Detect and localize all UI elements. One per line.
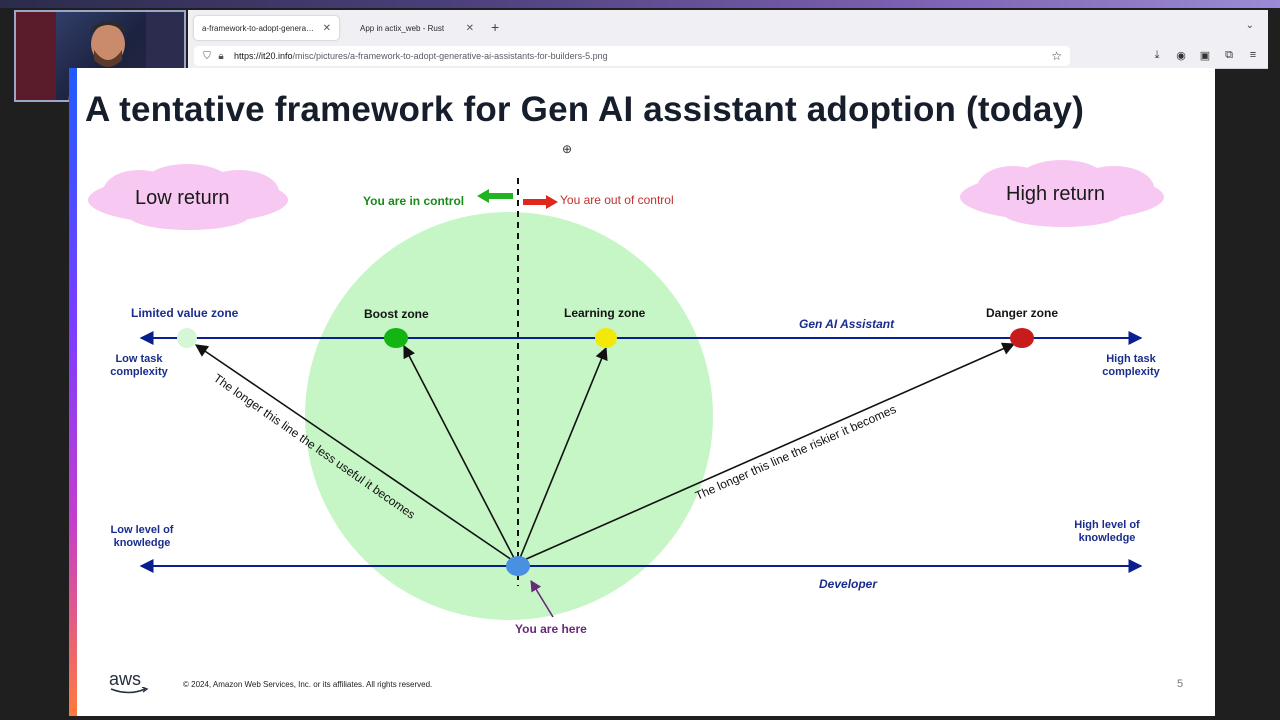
boost-zone-label: Boost zone [364, 307, 429, 321]
arrow-to-learning [519, 346, 608, 559]
zoom-cursor-icon: ⊕ [562, 142, 573, 156]
nav-bar: ⛉ 🔒︎ https://it20.info/misc/pictures/a-f… [188, 44, 1268, 68]
high-return-label: High return [1006, 183, 1105, 205]
low-knowledge-label: Low level of knowledge [110, 524, 174, 549]
url-host: https://it20.info [234, 51, 293, 61]
chevron-down-icon[interactable]: ⌄ [1245, 20, 1254, 31]
framework-diagram [88, 160, 1164, 620]
arrow-to-limited [194, 344, 513, 561]
learning-zone-label: Learning zone [564, 306, 646, 320]
slide-title: A tentative framework for Gen AI assista… [85, 90, 1085, 129]
toolbar-icons: ⤓ ◉ ▣ ⧉ ≡ [1150, 49, 1260, 62]
tab-label: a-framework-to-adopt-generative-a [202, 23, 315, 33]
arrow-right-icon [523, 195, 558, 209]
you-are-here-pointer [530, 580, 554, 618]
tab-bar: a-framework-to-adopt-generative-a ✕ App … [188, 10, 1268, 44]
top-strip [0, 0, 1280, 8]
low-return-label: Low return [135, 187, 230, 209]
aws-smile-icon [110, 687, 149, 694]
url-text: https://it20.info/misc/pictures/a-framew… [234, 51, 608, 61]
tab-actix[interactable]: App in actix_web - Rust ✕ [352, 16, 482, 40]
copyright-text: © 2024, Amazon Web Services, Inc. or its… [183, 680, 433, 689]
tab-framework[interactable]: a-framework-to-adopt-generative-a ✕ [194, 16, 339, 40]
low-task-complexity-label: Low task complexity [110, 353, 168, 378]
out-of-control-label: You are out of control [560, 193, 674, 207]
arrow-to-boost [403, 344, 515, 559]
high-return-cloud [960, 160, 1164, 227]
new-tab-icon[interactable]: + [491, 19, 500, 35]
you-are-here-label: You are here [515, 622, 587, 636]
danger-dot [1010, 328, 1034, 348]
container-icon[interactable]: ▣ [1199, 50, 1211, 62]
aws-logo-text: aws [109, 669, 142, 689]
boost-dot [384, 328, 408, 348]
limited-value-zone-label: Limited value zone [131, 306, 239, 320]
close-icon[interactable]: ✕ [465, 22, 474, 34]
menu-icon[interactable]: ≡ [1249, 49, 1257, 61]
url-bar[interactable]: ⛉ 🔒︎ https://it20.info/misc/pictures/a-f… [194, 46, 1070, 66]
bookmark-star-icon[interactable]: ☆ [1051, 49, 1062, 63]
limited-value-dot [177, 328, 197, 348]
high-knowledge-label: High level of knowledge [1074, 519, 1140, 544]
close-icon[interactable]: ✕ [322, 22, 331, 34]
puzzle-icon[interactable]: ⧉ [1225, 49, 1233, 61]
aws-logo: aws [109, 669, 149, 695]
control-circle [305, 212, 713, 620]
learning-dot [595, 328, 617, 348]
slide: A tentative framework for Gen AI assista… [69, 68, 1215, 716]
high-task-complexity-label: High task complexity [1102, 353, 1160, 378]
developer-label: Developer [819, 577, 878, 591]
in-control-label: You are in control [363, 194, 465, 208]
low-return-cloud [88, 164, 288, 230]
extension-icon[interactable]: ◉ [1176, 50, 1186, 62]
lock-icon[interactable]: 🔒︎ [218, 50, 224, 62]
arrow-to-danger [523, 342, 1016, 561]
you-are-here-dot [506, 556, 530, 576]
gen-ai-assistant-label: Gen AI Assistant [799, 317, 895, 331]
danger-zone-label: Danger zone [986, 306, 1059, 320]
page-number: 5 [1177, 678, 1184, 690]
tab-label: App in actix_web - Rust [360, 23, 445, 33]
browser-window: a-framework-to-adopt-generative-a ✕ App … [188, 10, 1268, 69]
slide-accent-bar [69, 68, 77, 716]
arrow-left-icon [477, 189, 513, 203]
download-icon[interactable]: ⤓ [1154, 49, 1160, 61]
shield-icon[interactable]: ⛉ [203, 50, 211, 62]
url-path: /misc/pictures/a-framework-to-adopt-gene… [292, 51, 608, 61]
